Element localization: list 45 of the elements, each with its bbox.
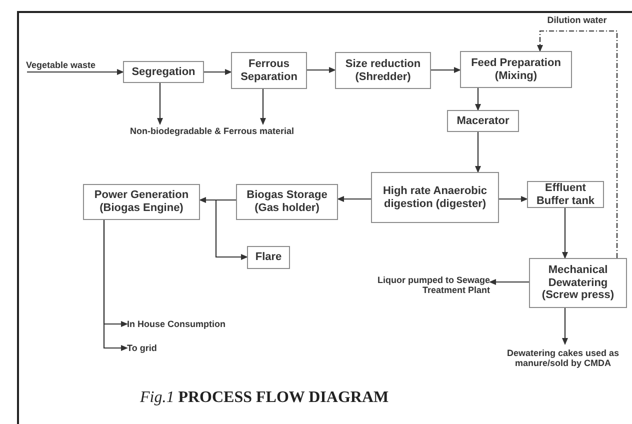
process-box [83, 184, 200, 220]
process-box [460, 51, 572, 88]
arrow [475, 88, 481, 111]
process-box [527, 181, 604, 208]
output-label: In House Consumption [127, 319, 226, 330]
box-label: Effluent Buffer tank [535, 182, 596, 208]
arrow [27, 69, 124, 75]
box-label: Segregation [130, 66, 196, 78]
box-label: High rate Anaerobic digestion (digester) [382, 184, 488, 210]
box-label: Mechanical Dewatering (Screw press) [540, 264, 616, 302]
arrow [499, 196, 528, 202]
output-label: Liquor pumped to Sewage Treatment Plant [376, 274, 490, 296]
output-label: Non-biodegradable & Ferrous material [128, 126, 296, 136]
box-label: Macerator [456, 114, 510, 128]
box-label: Feed Preparation (Mixing) [470, 56, 562, 82]
arrow [475, 132, 481, 173]
figure-caption: Fig.1 PROCESS FLOW DIAGRAM [140, 388, 389, 408]
arrow [562, 308, 568, 345]
output-label: To grid [127, 343, 158, 354]
process-box [231, 52, 307, 89]
process-box [247, 246, 290, 269]
dashed-arrow [537, 30, 618, 258]
process-box [529, 258, 627, 308]
box-label: Size reduction (Shredder) [344, 58, 422, 84]
arrow [204, 69, 232, 75]
output-label: Vegetable waste [26, 60, 97, 70]
process-box [335, 52, 431, 89]
arrow [260, 89, 266, 125]
arrow [489, 279, 529, 285]
box-label: Power Generation (Biogas Engine) [93, 189, 190, 215]
arrow [337, 196, 371, 202]
arrow [157, 83, 163, 125]
arrow [562, 208, 568, 259]
process-box [123, 61, 204, 83]
arrow [431, 67, 461, 73]
arrow [307, 67, 336, 73]
box-label: Biogas Storage (Gas holder) [246, 189, 328, 215]
arrow [103, 220, 128, 351]
output-label: Dewatering cakes used as manure/sold by CMDA [506, 348, 620, 368]
arrow [215, 199, 248, 260]
box-label: Ferrous Separation [240, 58, 298, 84]
process-box [236, 184, 338, 220]
box-label: Flare [254, 251, 283, 264]
process-box [371, 172, 499, 223]
process-box [447, 110, 519, 132]
